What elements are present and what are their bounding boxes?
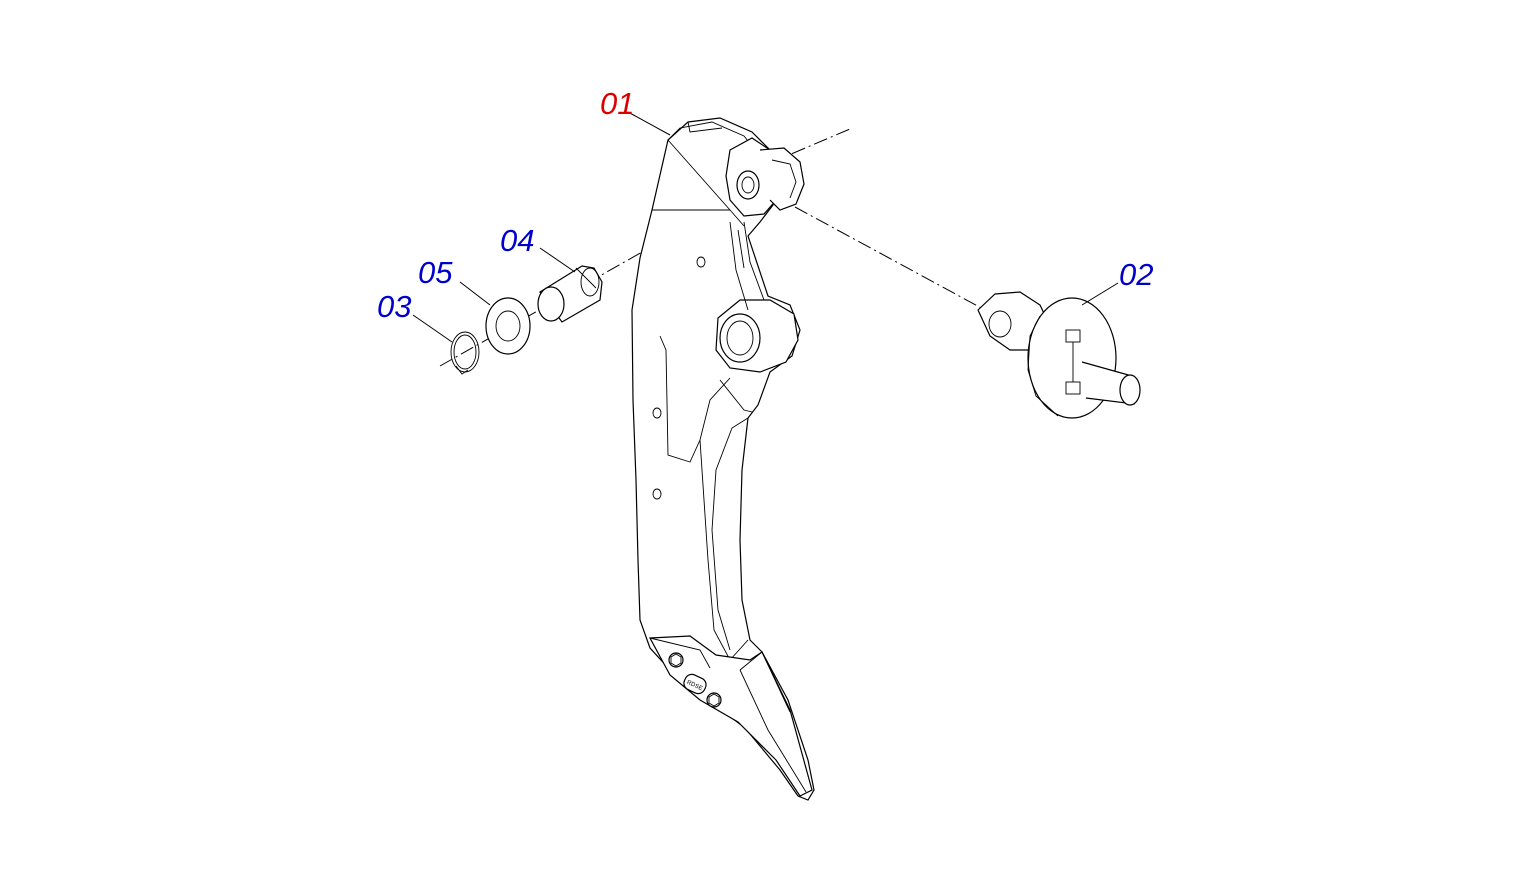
leader-lines [412, 111, 1119, 343]
shank-part-01[interactable]: RDSE [631, 117, 815, 801]
snap-ring-part-03[interactable] [450, 331, 480, 375]
washer-part-05[interactable] [485, 297, 531, 355]
part-label-04[interactable]: 04 [500, 223, 534, 258]
part-label-03[interactable]: 03 [377, 289, 411, 324]
bushing-part-04[interactable] [537, 265, 603, 323]
bracket-part-02[interactable] [977, 291, 1141, 419]
part-label-01[interactable]: 01 [600, 86, 634, 121]
part-label-02[interactable]: 02 [1119, 257, 1153, 292]
part-label-05[interactable]: 05 [418, 255, 453, 290]
